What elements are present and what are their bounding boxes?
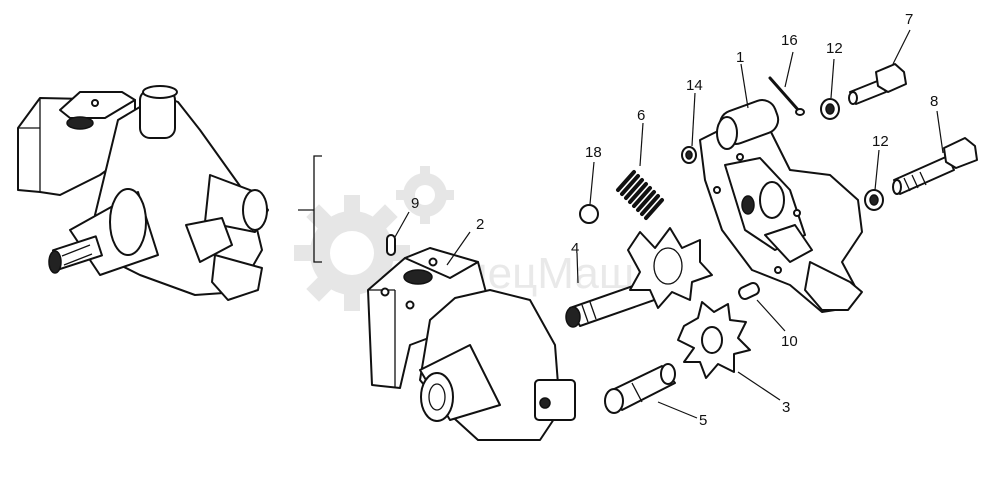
- callout-9: 9: [411, 195, 419, 212]
- callout-18: 18: [585, 144, 602, 161]
- part-18-ball: [579, 204, 599, 224]
- callout-1: 1: [736, 49, 744, 66]
- part-10-pin: [738, 281, 760, 301]
- part-9-pin: [386, 234, 396, 256]
- part-14-washer: [681, 146, 697, 164]
- part-1-pump-cover: [699, 99, 863, 313]
- callout-12-lower: 12: [872, 133, 889, 150]
- part-16-cotter-pin: [768, 76, 805, 116]
- part-8-long-bolt: [892, 137, 978, 195]
- leader-lines: [394, 29, 944, 419]
- callout-10: 10: [781, 333, 798, 350]
- callout-7: 7: [905, 11, 913, 28]
- callout-2: 2: [476, 216, 484, 233]
- part-12-washer-upper: [820, 98, 840, 120]
- part-12-washer-lower: [864, 189, 884, 211]
- group-bracket: [298, 155, 322, 263]
- callout-12-upper: 12: [826, 40, 843, 57]
- callout-5: 5: [699, 412, 707, 429]
- pump-body: [367, 247, 576, 441]
- part-4-drive-gear-shaft: [565, 227, 713, 328]
- callouts: 1 2 3 4 5 6 7 8 9 10 12 12 14 16 18: [411, 11, 938, 429]
- assembled-oil-pump: [17, 85, 269, 301]
- callout-14: 14: [686, 77, 703, 94]
- callout-8: 8: [930, 93, 938, 110]
- part-5-idler-shaft: [604, 363, 676, 414]
- watermark-gear-small-icon: [396, 166, 454, 224]
- part-7-short-bolt: [848, 63, 907, 105]
- callout-3: 3: [782, 399, 790, 416]
- callout-16: 16: [781, 32, 798, 49]
- callout-4: 4: [571, 240, 579, 257]
- callout-6: 6: [637, 107, 645, 124]
- part-6-spring: [616, 170, 664, 220]
- part-3-idler-gear: [677, 301, 751, 379]
